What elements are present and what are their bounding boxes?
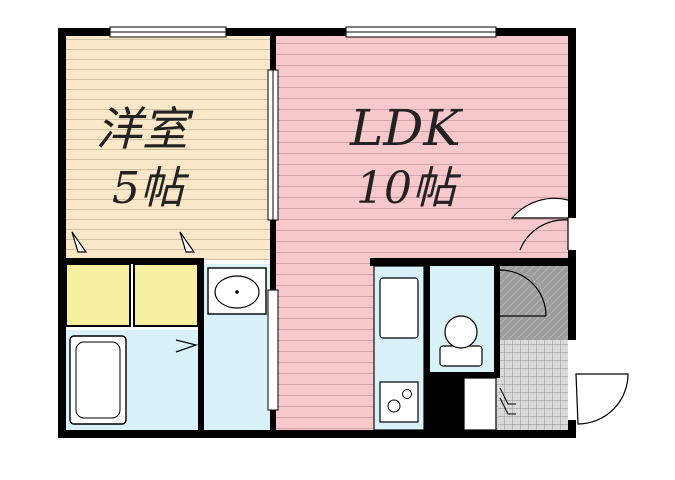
toilet-icon [439, 315, 483, 367]
sink-icon [379, 277, 419, 339]
window-icon [109, 26, 497, 411]
closet-right [133, 263, 199, 327]
ldk-name: LDK [349, 99, 463, 157]
western-room-floor [64, 34, 272, 260]
western-room-size: 5帖 [112, 163, 190, 214]
stove-icon [379, 381, 419, 423]
shoe-box-door [499, 387, 516, 415]
ldk-size: 10帖 [356, 163, 462, 214]
genkan-tile [498, 340, 568, 432]
door-swing-icon [71, 197, 629, 425]
western-room-name: 洋室 [96, 102, 194, 156]
shoe-box [463, 377, 497, 431]
closet-left [65, 263, 131, 327]
washbasin-icon [207, 267, 267, 315]
bathtub-icon [69, 335, 127, 425]
walls [58, 28, 576, 438]
